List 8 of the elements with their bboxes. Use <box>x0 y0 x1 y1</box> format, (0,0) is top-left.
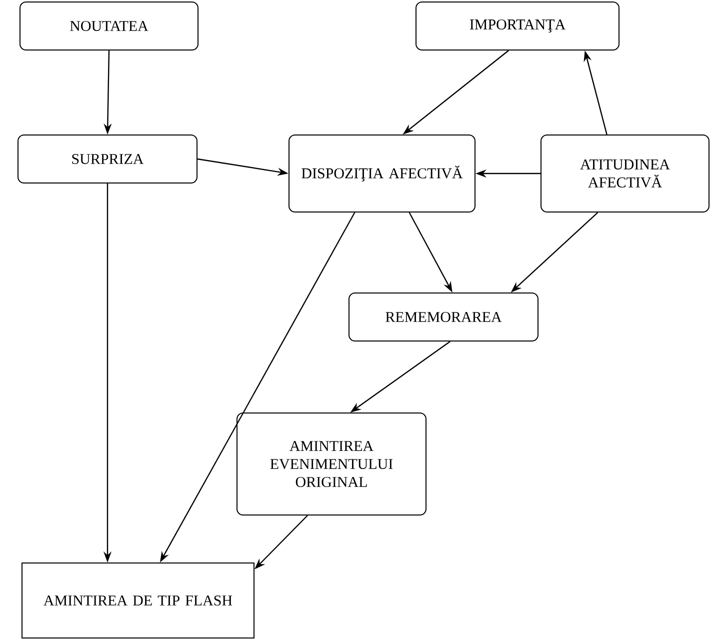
text-box: ATITUDINEA AFECTIVĂ <box>540 134 710 212</box>
text-box: AMINTIREA DE TIP FLASH <box>22 562 254 638</box>
text-box: NOUTATEA <box>20 2 198 50</box>
text-box: IMPORTANŢA <box>416 2 620 50</box>
text-box: SURPRIZA <box>18 134 198 184</box>
text-box: AMINTIREA EVENIMENTULUI ORIGINAL <box>236 412 426 516</box>
text-box: DISPOZIŢIA AFECTIVĂ <box>288 134 476 212</box>
text-box: REMEMORAREA <box>348 292 538 342</box>
